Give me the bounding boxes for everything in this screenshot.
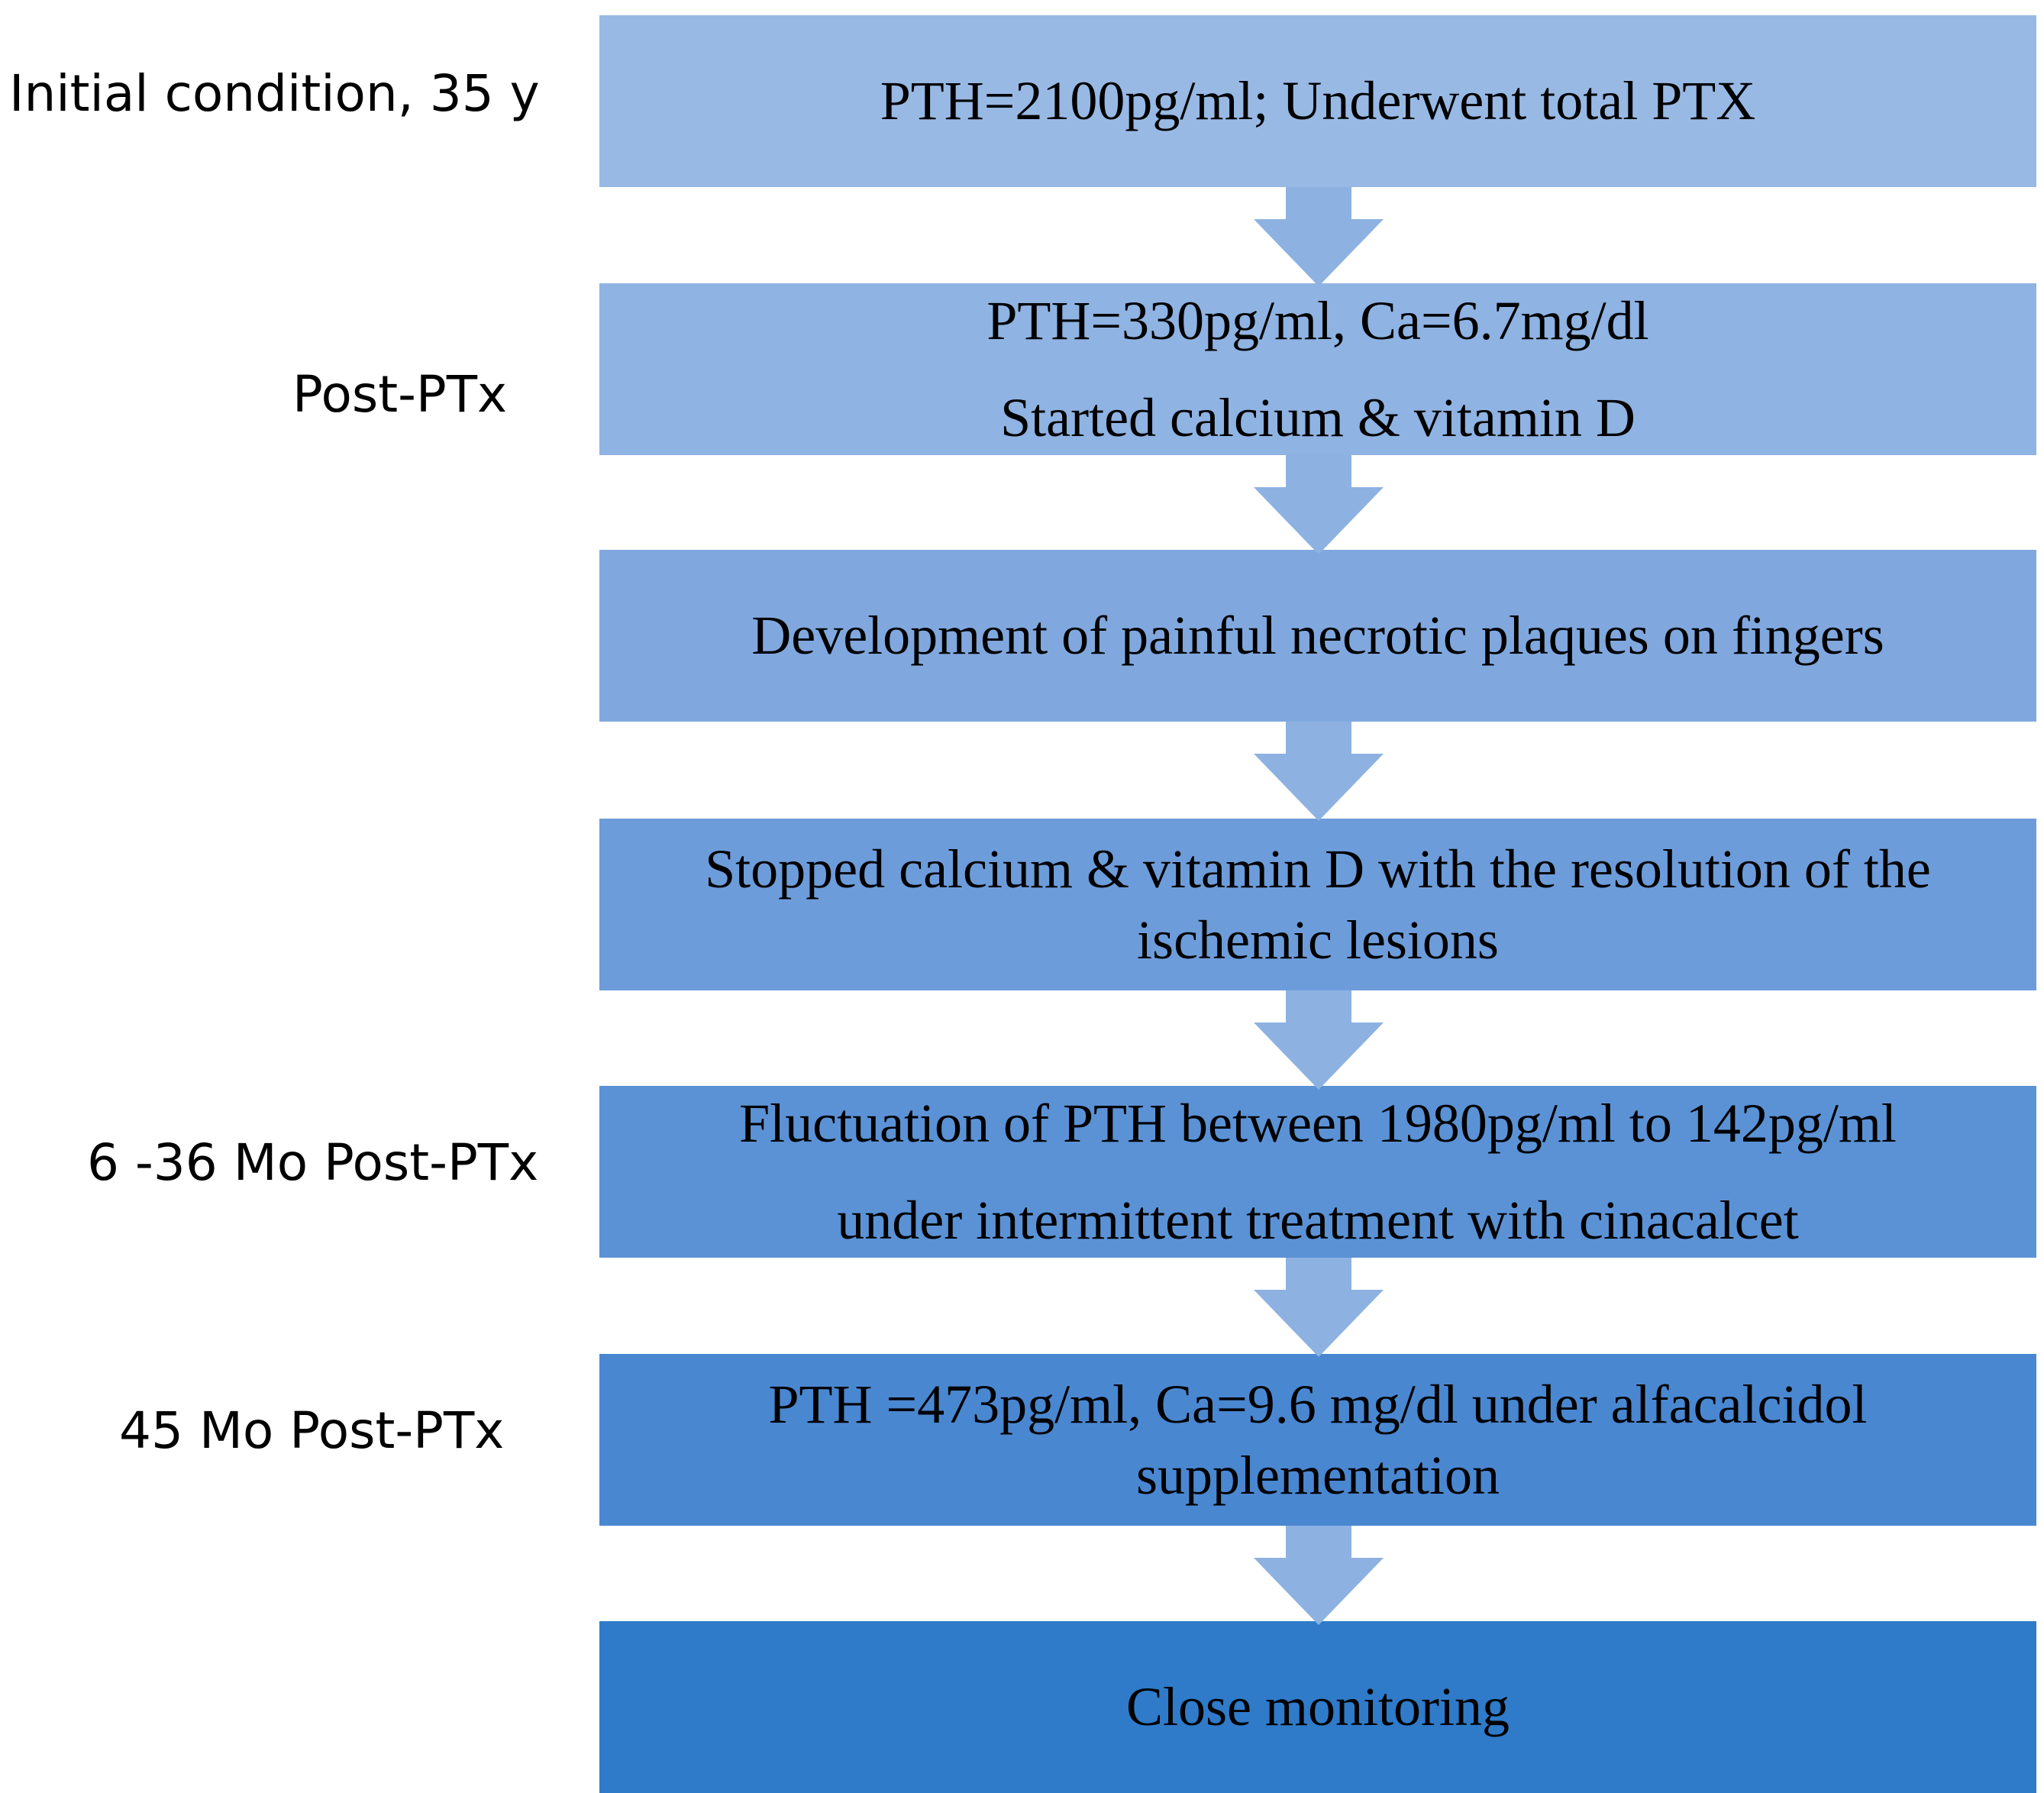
flow-step-7: Close monitoring xyxy=(599,1621,2036,1793)
flow-step-5-line-2: under intermittent treatment with cinaca… xyxy=(837,1189,1799,1251)
flow-step-2: PTH=330pg/ml, Ca=6.7mg/dl Started calciu… xyxy=(599,283,2036,455)
flow-step-5: Fluctuation of PTH between 1980pg/ml to … xyxy=(599,1086,2036,1258)
down-arrow-icon xyxy=(1254,990,1384,1090)
flow-step-6-line-1: PTH =473pg/ml, Ca=9.6 mg/dl under alfaca… xyxy=(768,1373,1868,1435)
flow-step-4-line-1: Stopped calcium & vitamin D with the res… xyxy=(705,838,1931,900)
stage-label-6-36-mo: 6 -36 Mo Post-PTx xyxy=(87,1133,539,1192)
down-arrow-icon xyxy=(1254,1526,1384,1625)
down-arrow-icon xyxy=(1254,722,1384,821)
down-arrow-icon xyxy=(1254,455,1384,554)
flow-step-3-line-1: Development of painful necrotic plaques … xyxy=(751,605,1884,666)
stage-label-45-mo: 45 Mo Post-PTx xyxy=(119,1401,505,1460)
flow-step-1: PTH=2100pg/ml; Underwent total PTX xyxy=(599,15,2036,187)
flow-step-3: Development of painful necrotic plaques … xyxy=(599,550,2036,722)
flow-step-4: Stopped calcium & vitamin D with the res… xyxy=(599,819,2036,990)
down-arrow-icon xyxy=(1254,187,1384,286)
flow-step-6: PTH =473pg/ml, Ca=9.6 mg/dl under alfaca… xyxy=(599,1354,2036,1526)
stage-label-post-ptx: Post-PTx xyxy=(292,365,508,424)
flow-step-1-line-1: PTH=2100pg/ml; Underwent total PTX xyxy=(880,70,1756,131)
flow-step-6-line-2: supplementation xyxy=(1136,1444,1500,1506)
stage-label-initial: Initial condition, 35 y xyxy=(9,64,540,123)
flow-step-5-line-1: Fluctuation of PTH between 1980pg/ml to … xyxy=(739,1092,1897,1154)
flow-step-2-line-2: Started calcium & vitamin D xyxy=(1000,386,1636,448)
flow-step-2-line-1: PTH=330pg/ml, Ca=6.7mg/dl xyxy=(986,289,1649,351)
flow-step-7-line-1: Close monitoring xyxy=(1126,1676,1510,1737)
down-arrow-icon xyxy=(1254,1258,1384,1357)
flow-step-4-line-2: ischemic lesions xyxy=(1137,909,1499,971)
